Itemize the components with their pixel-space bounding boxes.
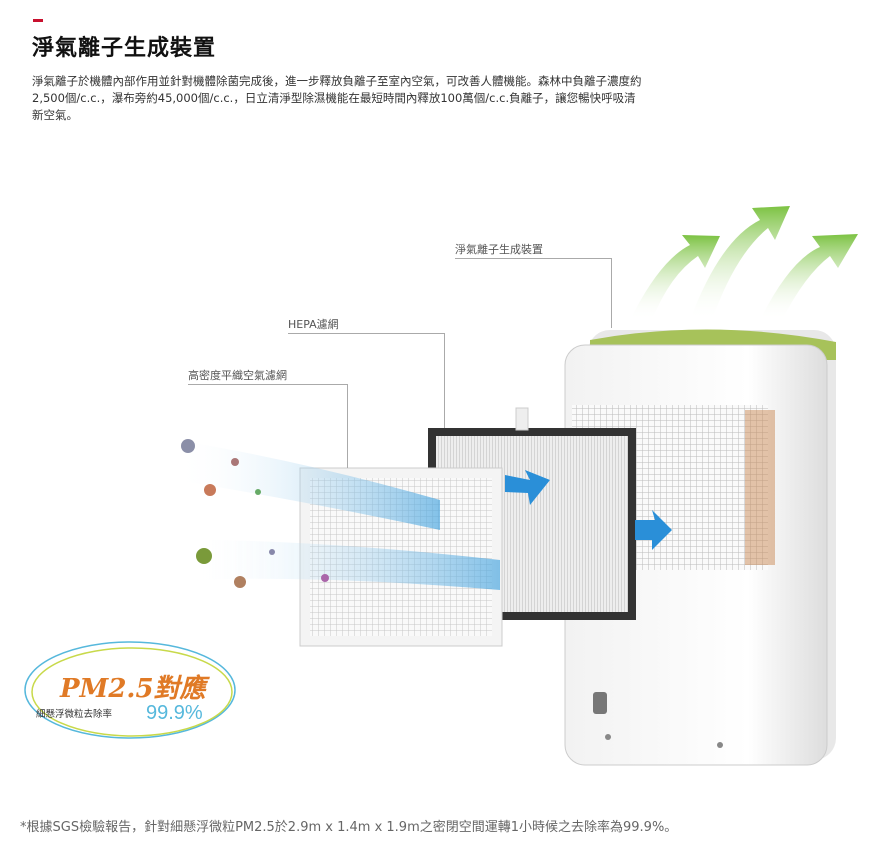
dehumidifier-body (564, 329, 836, 766)
blue-arrow (505, 470, 550, 505)
callout-ion-generator: 淨氣離子生成裝置 (455, 243, 543, 256)
badge-subtitle: 細懸浮微粒去除率 (36, 709, 113, 720)
callout-mesh-filter: 高密度平織空氣濾網 (188, 369, 287, 382)
badge-rate: 99.9% (146, 702, 203, 724)
accent-dash (33, 19, 43, 22)
fresh-air-arrows (630, 206, 858, 320)
badge-ring (24, 641, 236, 739)
section-title: 淨氣離子生成裝置 (32, 36, 217, 61)
section-description: 淨氣離子於機體內部作用並針對機體除菌完成後，進一步釋放負離子至室內空氣，可改善人… (32, 74, 642, 122)
particles (181, 439, 329, 588)
blue-arrow (635, 510, 672, 550)
airflow-streams (175, 440, 500, 590)
footnote: *根據SGS檢驗報告，針對細懸浮微粒PM2.5於2.9m x 1.4m x 1.… (20, 820, 678, 835)
callout-hepa: HEPA濾網 (288, 318, 339, 331)
badge-title: PM2.5對應 (60, 674, 206, 704)
